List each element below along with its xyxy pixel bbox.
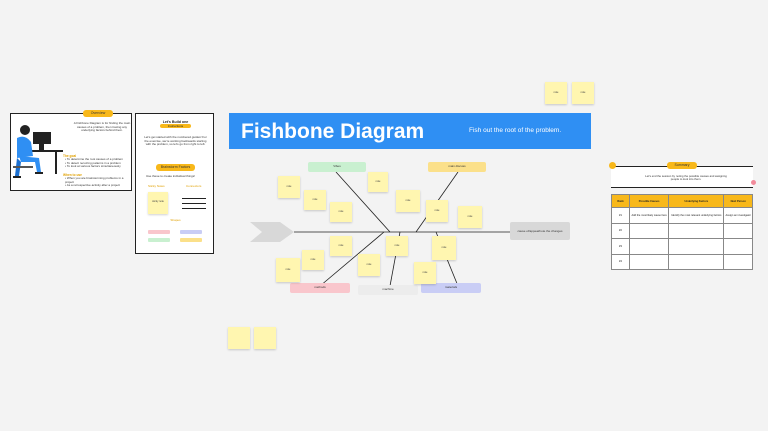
category-machine[interactable]: machine — [358, 285, 418, 295]
build-sticky-sample[interactable]: sticky note — [148, 192, 168, 214]
build-shapes-title: Shapes — [170, 218, 181, 222]
sticky-note-bottom-2[interactable] — [254, 327, 276, 349]
summary-desc: Let's end the session by noting the poss… — [645, 174, 727, 182]
sticky-note[interactable]: note — [368, 172, 388, 192]
fishbone-banner: Fishbone Diagram Fish out the root of th… — [229, 113, 591, 149]
table-cell[interactable]: Identify the most relevant underlying fa… — [668, 207, 725, 224]
overview-goal-title: The goal — [63, 154, 77, 158]
sticky-note-text — [228, 327, 250, 329]
table-header: Rank — [611, 194, 630, 208]
list-item: • When you are brainstorming problems in… — [65, 176, 124, 184]
table-cell[interactable] — [723, 238, 753, 255]
person-at-desk-illustration — [13, 125, 63, 178]
sticky-note[interactable]: note — [458, 206, 482, 228]
sticky-note[interactable]: note — [330, 202, 352, 222]
table-header: Next Person — [723, 194, 753, 208]
table-cell[interactable] — [668, 222, 725, 239]
fish-head-problem[interactable]: cause of/appeal/note the changes — [510, 222, 570, 240]
table-cell[interactable]: Add the most likely cause here — [628, 207, 670, 224]
shape-green[interactable] — [148, 238, 170, 242]
shape-yellow[interactable] — [180, 238, 202, 242]
summary-table: Rank Possible Causes Underlying Factors … — [611, 194, 753, 270]
table-cell: #2 — [611, 222, 630, 239]
build-body: Let's get started with the numbered guid… — [144, 135, 207, 147]
overview-tag: Overview — [83, 110, 113, 117]
sticky-note[interactable]: note — [304, 190, 326, 210]
sticky-note-text: note — [580, 91, 586, 94]
table-cell[interactable] — [723, 253, 753, 270]
table-cell[interactable] — [668, 238, 725, 255]
overview-intro: A Fishbone Diagram is for finding the ma… — [73, 121, 131, 133]
banner-title: Fishbone Diagram — [241, 120, 425, 143]
connector-line-1 — [182, 198, 206, 199]
summary-tag: Summary — [667, 162, 697, 169]
cursor-icon — [751, 180, 756, 185]
table-row: #2 — [611, 222, 753, 239]
table-header: Underlying Factors — [668, 194, 725, 208]
overview-panel: Overview A Fishbone Diagram is for findi… — [10, 110, 132, 191]
sticky-note-bottom-1[interactable] — [228, 327, 250, 349]
overview-when-title: When to use — [63, 173, 82, 177]
table-cell: #3 — [611, 238, 630, 255]
table-cell[interactable] — [628, 253, 670, 270]
overview-when-list: • When you are brainstorming problems in… — [65, 176, 131, 188]
build-col2: Connectors — [186, 184, 202, 188]
shape-lavender[interactable] — [180, 230, 202, 234]
build-subtitle: Instructions — [160, 124, 191, 128]
summary-emoji-icon — [609, 162, 616, 169]
sticky-note-text — [254, 327, 276, 329]
banner-subtitle: Fish out the root of the problem. — [469, 127, 562, 134]
overview-goal-list: • To determine the root causes of a prob… — [65, 157, 131, 169]
sticky-note[interactable]: note — [396, 190, 420, 212]
fishbone-diagram: Vibes main discuss methods machine mater… — [240, 150, 580, 300]
table-cell[interactable] — [628, 238, 670, 255]
build-desc: Use these to create individual things! — [146, 174, 196, 178]
category-main-discuss[interactable]: main discuss — [428, 162, 486, 172]
list-item: • To determine the root causes of a prob… — [65, 157, 124, 161]
bone-bottom-1 — [319, 231, 385, 287]
sticky-note[interactable]: note — [426, 200, 448, 222]
build-factors-tag: Brainstorm Factors — [156, 164, 195, 171]
table-row: #4 — [611, 253, 753, 270]
connector-line-2 — [182, 203, 206, 204]
shape-pink[interactable] — [148, 230, 170, 234]
fish-tail — [250, 222, 294, 242]
list-item: • As a retrospective activity after a pr… — [65, 183, 120, 188]
table-cell[interactable] — [668, 253, 725, 270]
sticky-note[interactable]: note — [358, 254, 380, 276]
category-methods[interactable]: methods — [290, 283, 350, 293]
summary-panel: Let's end the session by noting the poss… — [609, 162, 756, 272]
sticky-note[interactable]: note — [302, 250, 324, 270]
sticky-note[interactable]: note — [276, 258, 300, 282]
list-item: • To look at various factors simultaneou… — [65, 164, 121, 169]
sticky-note-top-1[interactable]: note — [545, 82, 567, 104]
sticky-note[interactable]: note — [414, 262, 436, 284]
table-cell[interactable] — [723, 222, 753, 239]
sticky-note[interactable]: note — [432, 236, 456, 260]
table-cell[interactable]: Assign an investigator — [723, 207, 753, 224]
list-item: • To detect recurring patterns in a prob… — [65, 160, 121, 165]
sticky-note[interactable]: note — [330, 236, 352, 256]
table-cell[interactable] — [628, 222, 670, 239]
build-col1: Sticky Notes — [148, 184, 165, 188]
table-row: #3 — [611, 238, 753, 255]
bone-top-1 — [335, 171, 391, 233]
sticky-note[interactable]: note — [278, 176, 300, 198]
sticky-note-text: note — [553, 91, 559, 94]
table-row: #1 Add the most likely cause here Identi… — [611, 207, 753, 224]
category-materials[interactable]: materials — [421, 283, 481, 293]
sticky-note[interactable]: note — [386, 236, 408, 256]
summary-header-box: Let's end the session by noting the poss… — [611, 166, 753, 188]
sticky-note-top-2[interactable]: note — [572, 82, 594, 104]
table-header: Possible Causes — [628, 194, 670, 208]
sticky-note-text: sticky note — [152, 200, 164, 203]
build-panel: Let's Build one Instructions Let's get s… — [135, 113, 214, 254]
connector-line-3 — [182, 208, 206, 209]
table-cell: #4 — [611, 253, 630, 270]
table-cell: #1 — [611, 207, 630, 224]
build-title: Let's Build one — [162, 120, 189, 124]
category-vibes[interactable]: Vibes — [308, 162, 366, 172]
